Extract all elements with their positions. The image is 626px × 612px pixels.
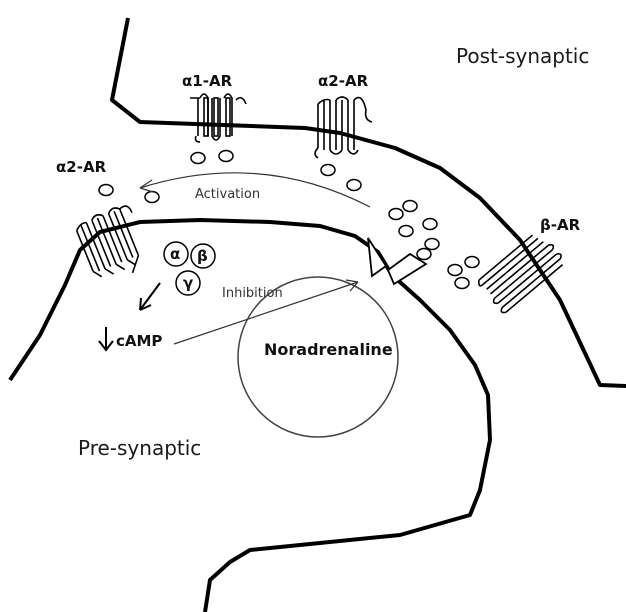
gprotein-to-camp-arrow [140, 283, 160, 310]
camp-label: cAMP [116, 332, 162, 350]
alpha2-ar-pre-label: α2-AR [56, 158, 106, 176]
inhibition-label: Inhibition [222, 286, 283, 301]
alpha1-ligands [191, 151, 233, 164]
alpha2-ar-post-label: α2-AR [318, 72, 368, 90]
alpha1-ar-post-receptor [190, 94, 246, 142]
alpha2-ar-post-receptor [315, 97, 372, 158]
post-synaptic-label: Post-synaptic [456, 44, 589, 68]
g-gamma-label: γ [183, 274, 193, 292]
pre-synaptic-label: Pre-synaptic [78, 436, 201, 460]
pre-synaptic-membrane [10, 220, 490, 612]
alpha2-pre-ligands [99, 185, 159, 203]
beta-ar-label: β-AR [540, 216, 580, 234]
beta-ligands [448, 257, 479, 289]
cleft-noradrenaline [389, 201, 439, 260]
activation-label: Activation [195, 187, 260, 202]
g-beta-label: β [197, 247, 208, 265]
alpha1-ar-post-label: α1-AR [182, 72, 232, 90]
g-alpha-label: α [170, 245, 180, 263]
alpha2-post-ligands [321, 165, 361, 191]
release-pore [368, 238, 426, 284]
camp-down-arrow [99, 327, 113, 350]
noradrenaline-label: Noradrenaline [264, 340, 393, 359]
